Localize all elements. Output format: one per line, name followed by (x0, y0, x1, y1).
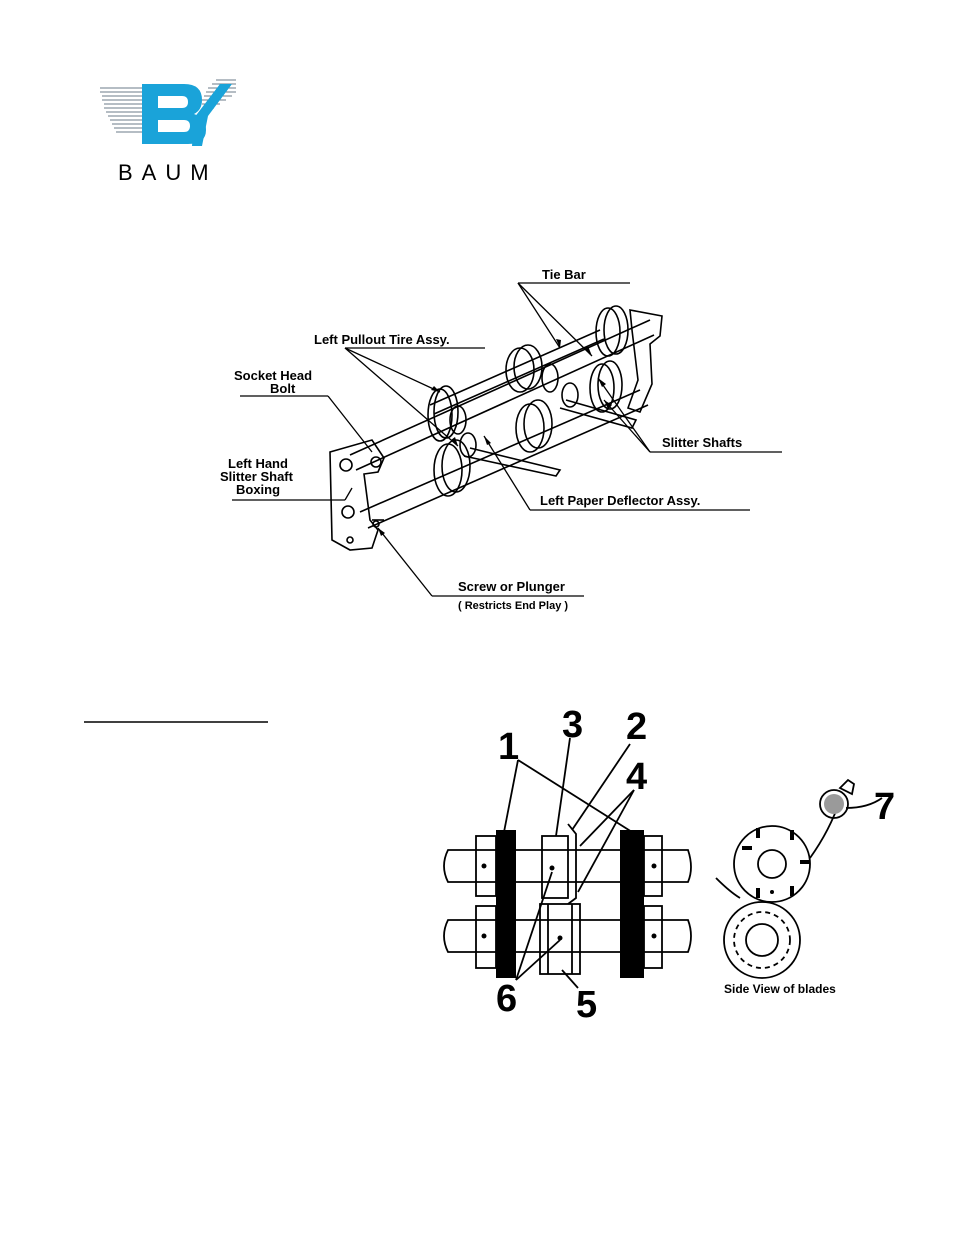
restricts-end-play-label: ( Restricts End Play ) (458, 600, 568, 613)
part-number-1: 1 (498, 728, 519, 766)
left-hand-boxing-label-3: Boxing (236, 483, 280, 496)
part-number-4: 4 (626, 758, 647, 796)
part-number-2: 2 (626, 708, 647, 746)
left-pullout-tire-label: Left Pullout Tire Assy. (314, 333, 450, 346)
side-view-caption: Side View of blades (724, 982, 836, 996)
screw-or-plunger-label: Screw or Plunger (458, 580, 565, 593)
left-paper-deflector-label: Left Paper Deflector Assy. (540, 494, 700, 507)
part-number-7: 7 (874, 788, 895, 826)
part-number-5: 5 (576, 986, 597, 1024)
tie-bar-label: Tie Bar (542, 268, 586, 281)
part-number-3: 3 (562, 706, 583, 744)
socket-head-bolt-label-2: Bolt (270, 382, 295, 395)
slitter-shafts-label: Slitter Shafts (662, 436, 742, 449)
part-number-6: 6 (496, 980, 517, 1018)
